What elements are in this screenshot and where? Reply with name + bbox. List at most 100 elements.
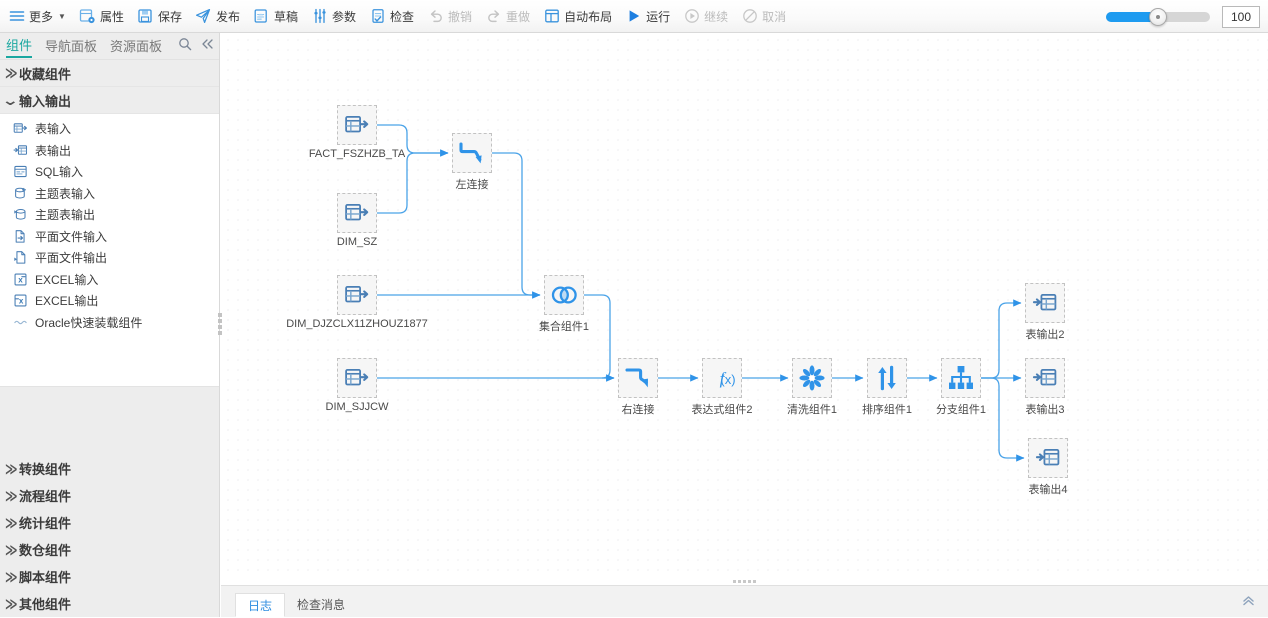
sidebar-group-bottom-2[interactable]: ≫统计组件: [0, 509, 219, 536]
canvas-node-n6[interactable]: DIM_SJJCW: [326, 358, 388, 413]
sidebar-group-bottom-0[interactable]: ≫转换组件: [0, 455, 219, 482]
toolbar-properties-button[interactable]: 属性: [75, 4, 131, 28]
component-item-6[interactable]: 平面文件输出: [0, 247, 219, 269]
sidebar-top-groups: ≫收藏组件⌄输入输出: [0, 60, 219, 114]
toolbar-publish-button[interactable]: 发布: [191, 4, 247, 28]
canvas-node-n2[interactable]: DIM_SZ: [337, 193, 377, 248]
right-join-icon[interactable]: [618, 358, 658, 398]
canvas-node-n11[interactable]: 分支组件1: [936, 358, 986, 416]
sidebar-splitter-handle[interactable]: [217, 300, 223, 348]
table-input-icon[interactable]: [337, 193, 377, 233]
sidebar-tab-0[interactable]: 组件: [6, 35, 33, 58]
canvas-node-n9[interactable]: 清洗组件1: [787, 358, 837, 416]
canvas-node-n4[interactable]: DIM_DJZCLX11ZHOUZ1877: [286, 275, 428, 330]
component-item-label: 表输出: [35, 143, 72, 158]
sidebar-bottom-groups: ≫转换组件≫流程组件≫统计组件≫数仓组件≫脚本组件≫其他组件: [0, 455, 219, 617]
expression-icon[interactable]: f(x): [702, 358, 742, 398]
sidebar-group-bottom-1[interactable]: ≫流程组件: [0, 482, 219, 509]
table-input-icon[interactable]: [337, 275, 377, 315]
canvas-node-n1[interactable]: FACT_FSZHZB_TA: [309, 105, 405, 160]
toolbar-save-button[interactable]: 保存: [133, 4, 189, 28]
component-item-3[interactable]: 主题表输入: [0, 183, 219, 205]
splitter-dot: [733, 580, 736, 583]
sql-input-icon: [12, 164, 28, 180]
chevron-double-up-icon[interactable]: [1241, 593, 1256, 611]
canvas-node-label: 右连接: [621, 404, 655, 416]
log-tab-0[interactable]: 日志: [235, 593, 286, 617]
flat-file-input-icon: [12, 228, 28, 244]
canvas-node-n14[interactable]: 表输出4: [1028, 438, 1068, 496]
canvas-node-label: 表达式组件2: [691, 404, 753, 416]
table-output-icon[interactable]: [1025, 358, 1065, 398]
table-output-icon[interactable]: [1028, 438, 1068, 478]
sidebar-group-top-1[interactable]: ⌄输入输出: [0, 87, 219, 114]
hamburger-icon: [8, 8, 25, 25]
toolbar-check-button[interactable]: 检查: [365, 4, 421, 28]
chevron-right-icon: ≫: [5, 64, 18, 82]
canvas-node-label: 表输出2: [1025, 329, 1065, 341]
redo-icon: [485, 8, 502, 25]
component-item-4[interactable]: 主题表输出: [0, 204, 219, 226]
pipeline-canvas[interactable]: FACT_FSZHZB_TA DIM_SZ 左连接 DIM_DJZCLX11ZHOUZ…: [221, 33, 1268, 578]
collapse-panel-icon[interactable]: [200, 37, 214, 54]
table-output-icon[interactable]: [1025, 283, 1065, 323]
toolbar-properties-label: 属性: [99, 9, 124, 24]
canvas-node-n13[interactable]: 表输出3: [1025, 358, 1065, 416]
sidebar-tab-1[interactable]: 导航面板: [45, 38, 98, 54]
zoom-slider-knob[interactable]: [1149, 7, 1167, 26]
sidebar-group-bottom-4[interactable]: ≫脚本组件: [0, 563, 219, 590]
toolbar-params-button[interactable]: 参数: [307, 4, 363, 28]
toolbar-autolayout-button[interactable]: 自动布局: [539, 4, 619, 28]
left-join-icon[interactable]: [452, 133, 492, 173]
properties-icon: [79, 8, 96, 25]
branch-icon[interactable]: [941, 358, 981, 398]
clean-icon[interactable]: [792, 358, 832, 398]
sidebar-group-top-0[interactable]: ≫收藏组件: [0, 60, 219, 87]
canvas-node-n8[interactable]: f(x) 表达式组件2: [691, 358, 753, 416]
component-item-9[interactable]: Oracle快速装载组件: [0, 312, 219, 334]
toolbar-cancel-label: 取消: [762, 9, 787, 24]
log-splitter-handle[interactable]: [221, 578, 1268, 585]
toolbar-redo-button: 重做: [481, 4, 537, 28]
zoom-slider-fill: [1106, 11, 1158, 22]
union-icon[interactable]: [544, 275, 584, 315]
canvas-node-n10[interactable]: 排序组件1: [862, 358, 912, 416]
sidebar-group-bottom-5[interactable]: ≫其他组件: [0, 590, 219, 617]
toolbar-run-button[interactable]: 运行: [621, 4, 677, 28]
chevron-down-icon: ⌄: [1, 91, 20, 108]
component-item-label: 平面文件输入: [35, 229, 108, 244]
sidebar-tab-2[interactable]: 资源面板: [110, 38, 163, 54]
toolbar-undo-label: 撤销: [448, 9, 473, 24]
component-item-2[interactable]: SQL输入: [0, 161, 219, 183]
table-input-icon[interactable]: [337, 358, 377, 398]
sidebar-group-bottom-3[interactable]: ≫数仓组件: [0, 536, 219, 563]
zoom-value-input[interactable]: 100: [1222, 5, 1260, 28]
oracle-loader-icon: [12, 314, 28, 330]
toolbar-continue-button: 继续: [679, 4, 735, 28]
pipeline-edge: [377, 149, 449, 214]
canvas-node-n3[interactable]: 左连接: [452, 133, 492, 191]
component-item-1[interactable]: 表输出: [0, 140, 219, 162]
component-item-label: EXCEL输入: [35, 272, 99, 287]
component-item-0[interactable]: 表输入: [0, 118, 219, 140]
chevron-right-icon: ≫: [5, 513, 18, 532]
toolbar-more-button[interactable]: 更多▼: [4, 4, 73, 28]
zoom-slider[interactable]: [1106, 7, 1210, 26]
splitter-dot: [218, 313, 222, 317]
canvas-node-n12[interactable]: 表输出2: [1025, 283, 1065, 341]
table-input-icon[interactable]: [337, 105, 377, 145]
search-icon[interactable]: [178, 37, 192, 54]
component-item-5[interactable]: 平面文件输入: [0, 226, 219, 248]
chevron-down-icon[interactable]: ▼: [58, 11, 66, 21]
log-tab-1[interactable]: 检查消息: [297, 598, 346, 612]
main-toolbar: 更多▼ 属性保存发布草稿参数检查 撤销重做 自动布局运行继续 取消: [0, 0, 1268, 33]
toolbar-draft-button[interactable]: 草稿: [249, 4, 305, 28]
toolbar-autolayout-label: 自动布局: [564, 9, 613, 24]
excel-output-icon: x: [12, 293, 28, 309]
sort-icon[interactable]: [867, 358, 907, 398]
canvas-node-n5[interactable]: 集合组件1: [539, 275, 589, 333]
canvas-node-n7[interactable]: 右连接: [618, 358, 658, 416]
sidebar-group-label: 其他组件: [19, 597, 72, 612]
